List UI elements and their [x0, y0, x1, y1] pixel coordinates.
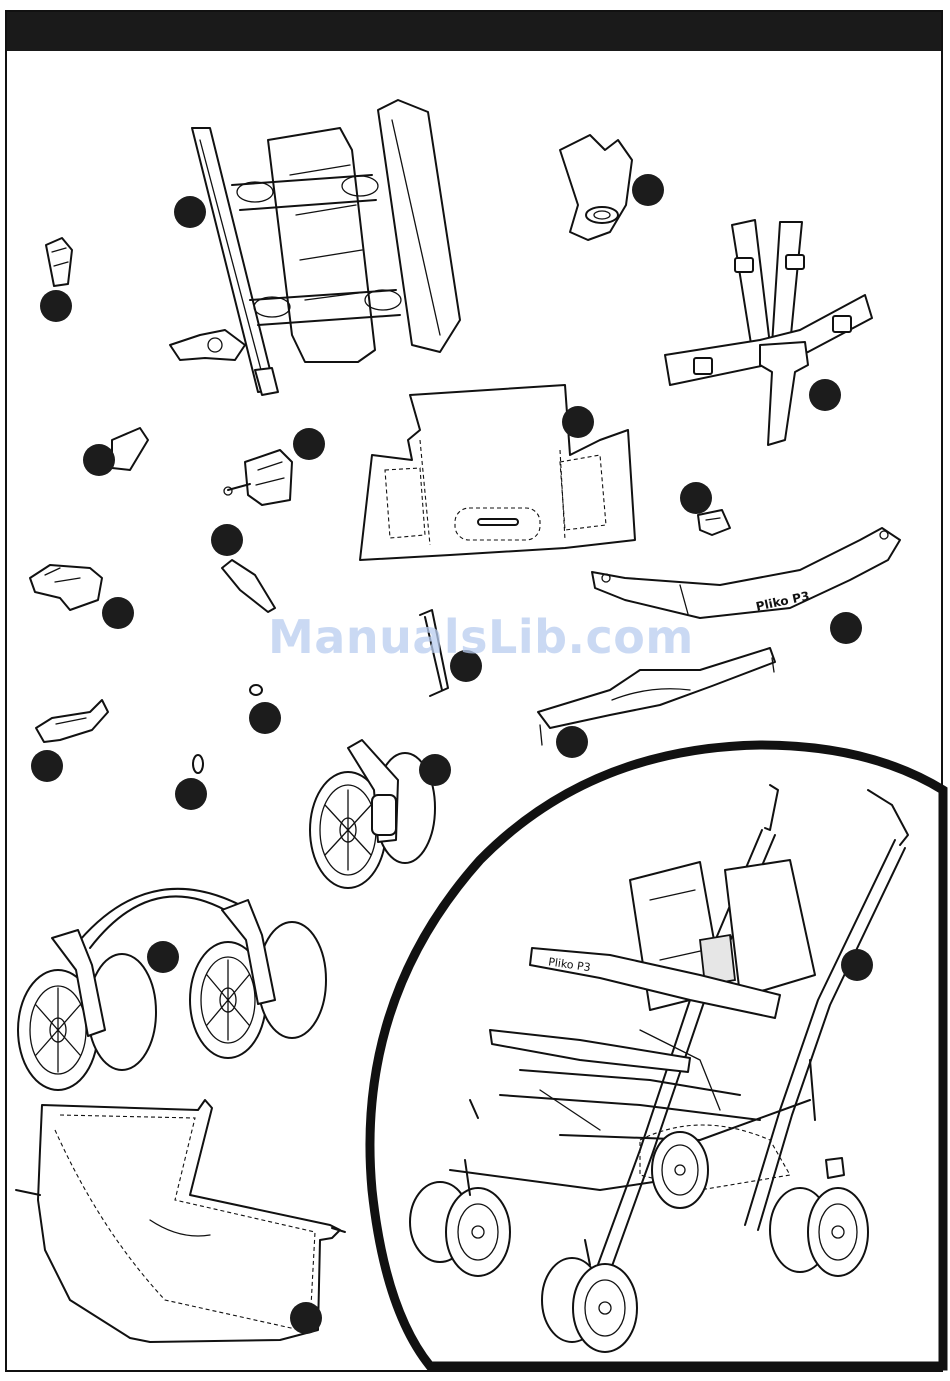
part-washer — [250, 685, 262, 695]
callout-dot-17 — [419, 754, 451, 786]
part-front-wheels — [310, 740, 435, 888]
callout-dot-3 — [632, 174, 664, 206]
callout-dot-6 — [83, 444, 115, 476]
part-basket — [16, 1100, 345, 1342]
part-bumper-bar: Pliko P3 — [592, 528, 900, 618]
callout-dot-8 — [680, 482, 712, 514]
part-hub-plate — [30, 565, 102, 610]
callout-dot-1 — [174, 196, 206, 228]
callout-dot-13 — [249, 702, 281, 734]
callout-dot-14 — [556, 726, 588, 758]
part-hook — [36, 700, 108, 742]
callout-dot-11 — [830, 612, 862, 644]
part-curved-lever — [222, 560, 275, 612]
callout-dot-4 — [809, 379, 841, 411]
callout-dot-15 — [31, 750, 63, 782]
assembled-stroller-panel: Pliko P3 — [370, 745, 943, 1366]
callout-dot-9 — [102, 597, 134, 629]
part-cap — [112, 428, 148, 470]
callout-dot-19 — [290, 1302, 322, 1334]
part-seat-frame — [170, 100, 460, 395]
callout-dot-18 — [147, 941, 179, 973]
callout-dot-2 — [40, 290, 72, 322]
part-o-ring — [193, 755, 203, 773]
callout-dot-10 — [211, 524, 243, 556]
part-harness — [665, 220, 872, 445]
part-buckle-clip — [698, 510, 730, 535]
part-hinge-clamp — [224, 450, 292, 505]
callout-dot-16 — [175, 778, 207, 810]
part-rear-wheels — [18, 889, 326, 1090]
part-connector-fork — [560, 135, 632, 240]
callout-dot-5 — [562, 406, 594, 438]
part-small-clip — [46, 238, 72, 286]
callout-dot-7 — [293, 428, 325, 460]
callout-dot-20 — [841, 949, 873, 981]
stroller-rear-left-wheel — [652, 1132, 708, 1208]
watermark: ManualsLib.com — [268, 610, 694, 664]
part-seat-fabric — [360, 385, 635, 560]
